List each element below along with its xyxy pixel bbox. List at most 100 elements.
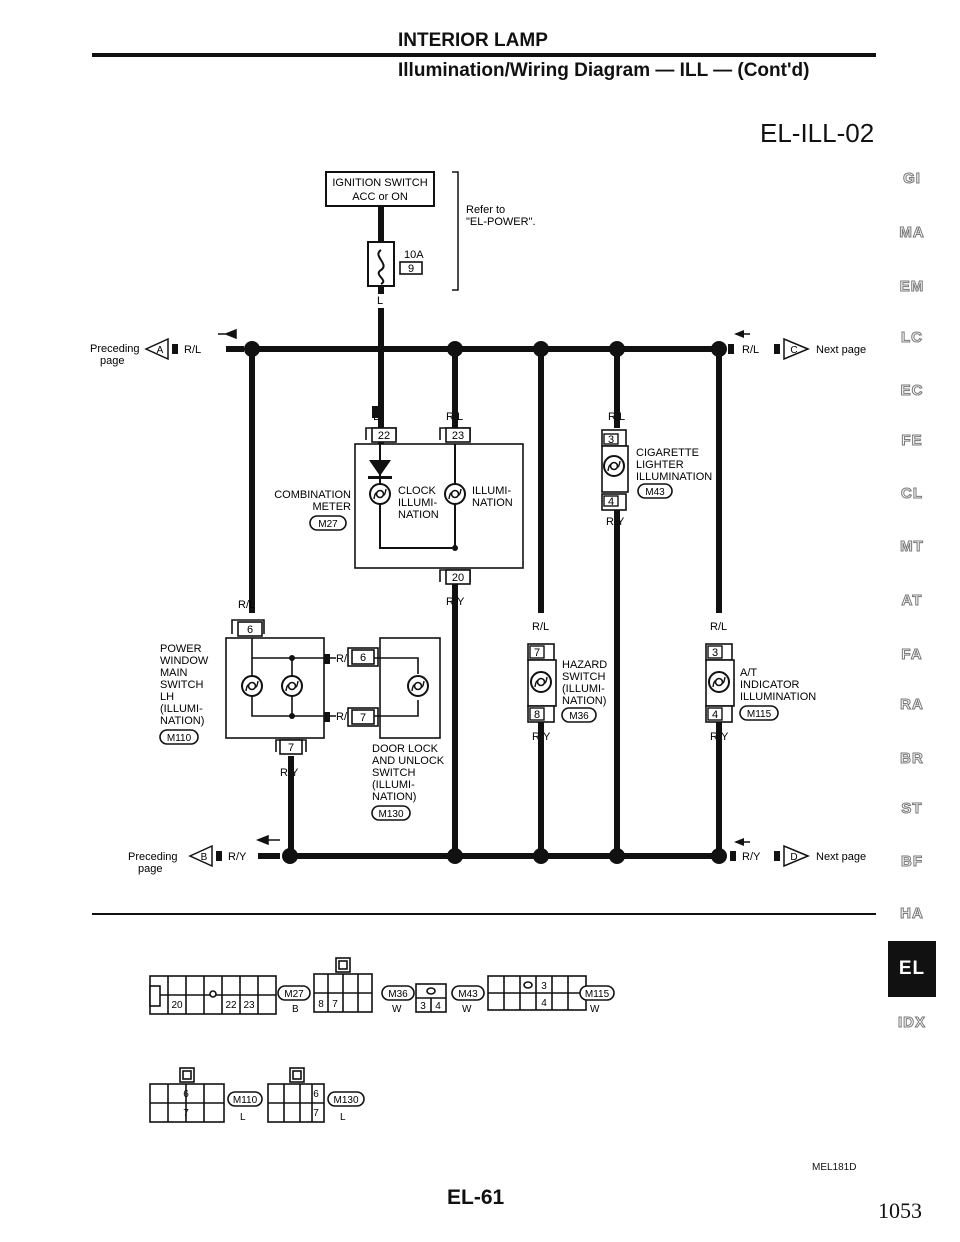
side-tab-ra[interactable]: RA <box>900 696 924 714</box>
pin-box <box>603 433 619 445</box>
diagram-subtitle: Illumination/Wiring Diagram — ILL — (Con… <box>398 60 810 81</box>
side-tab-fa[interactable]: FA <box>901 646 923 664</box>
fuse-number: 9 <box>408 263 414 275</box>
wire-color-label: R/L <box>184 344 201 356</box>
bottom-bus <box>288 853 722 859</box>
power-window-label-4: SWITCH <box>160 679 203 691</box>
connector-view-m130 <box>267 1067 325 1123</box>
clock-label-1: CLOCK <box>398 485 437 497</box>
m27-pin-23: 23 <box>243 1000 255 1011</box>
meter-illum-label-2: NATION <box>472 497 513 509</box>
junction <box>711 848 727 864</box>
connector-c-letter: C <box>790 345 797 356</box>
preceding-a-label-2: page <box>100 355 124 367</box>
next-page-c-label: Next page <box>816 344 866 356</box>
cigarette-pin-3: 3 <box>608 434 614 446</box>
section-divider <box>92 913 876 915</box>
connector-b-letter: B <box>201 852 208 863</box>
meter-connector-badge <box>309 515 347 531</box>
meter-illum-label-1: ILLUMI- <box>472 485 511 497</box>
side-tab-ec[interactable]: EC <box>900 382 924 400</box>
power-window-lamp-icon <box>241 675 263 697</box>
m115-badge <box>579 985 615 1001</box>
hazard-pin-8: 8 <box>534 709 540 721</box>
pin-box <box>603 495 619 507</box>
junction <box>609 848 625 864</box>
m115-id: M115 <box>585 989 610 1000</box>
power-window-label-5: LH <box>160 691 174 703</box>
power-window-label-1: POWER <box>160 643 202 655</box>
pin-box <box>237 621 263 637</box>
pin-box <box>529 707 545 721</box>
side-tab-at[interactable]: AT <box>901 592 923 610</box>
side-tab-fe[interactable]: FE <box>901 432 923 450</box>
refer-line-1: Refer to <box>466 204 505 216</box>
m130-pin-6: 6 <box>313 1089 319 1100</box>
fuse-number-box <box>399 261 423 275</box>
side-tab-mt[interactable]: MT <box>900 538 924 556</box>
wire-to-meter-illum <box>452 349 458 401</box>
wire-color-label: R/L <box>238 599 255 611</box>
m115-pin-3: 3 <box>541 981 547 992</box>
refer-bracket <box>452 171 459 291</box>
m36-badge <box>381 985 415 1001</box>
power-window-label-6: (ILLUMI- <box>160 703 203 715</box>
side-tab-ma[interactable]: MA <box>899 224 925 242</box>
m43-id: M43 <box>458 989 478 1000</box>
side-tab-cl[interactable]: CL <box>901 485 923 503</box>
meter-connector-id: M27 <box>318 519 338 530</box>
power-window-connector-id: M110 <box>167 733 192 744</box>
cigarette-label-2: LIGHTER <box>636 459 684 471</box>
power-window-pin-7: 7 <box>288 742 294 754</box>
at-indicator-lamp-icon <box>708 671 730 693</box>
meter-illumination-lamp-icon <box>444 483 466 505</box>
connector-view-m115 <box>487 975 587 1011</box>
connector-view-m110 <box>149 1067 225 1123</box>
door-lock-pin-6: 6 <box>360 652 366 664</box>
header-rule <box>92 53 876 57</box>
power-window-connector-badge <box>159 729 199 745</box>
section-title: INTERIOR LAMP <box>398 30 548 51</box>
ignition-switch-mode: ACC or ON <box>352 191 408 203</box>
side-tab-idx[interactable]: IDX <box>897 1014 926 1032</box>
m27-color: B <box>292 1004 299 1015</box>
m36-pin-8: 8 <box>318 999 324 1010</box>
wire-cigarette-to-ground-bus <box>614 510 620 856</box>
sheet-number: 1053 <box>878 1198 922 1223</box>
refer-line-2: "EL-POWER". <box>466 216 536 228</box>
hazard-label-1: HAZARD <box>562 659 607 671</box>
side-tab-bf[interactable]: BF <box>901 853 923 871</box>
m110-id: M110 <box>233 1095 258 1106</box>
pin-box <box>371 427 397 443</box>
hazard-label-4: NATION) <box>562 695 606 707</box>
supply-wire-color: L <box>377 295 383 307</box>
side-tab-lc[interactable]: LC <box>901 329 923 347</box>
wire-to-power-window <box>249 349 255 613</box>
m130-id: M130 <box>333 1095 358 1106</box>
wire-color-label: R/L <box>742 344 759 356</box>
power-window-box <box>225 637 325 739</box>
cigarette-connector-badge <box>637 483 673 499</box>
side-tab-br[interactable]: BR <box>900 750 924 768</box>
wire-to-cigarette <box>614 349 620 401</box>
pin-box <box>351 709 375 725</box>
wire-color-label: R/L <box>532 621 549 633</box>
connector-d-arrow <box>783 844 810 868</box>
m110-pin-6: 6 <box>183 1089 189 1100</box>
wire-color-label: R/L <box>710 621 727 633</box>
side-tab-st[interactable]: ST <box>901 800 923 818</box>
cigarette-lamp-icon <box>603 455 625 477</box>
m115-color: W <box>590 1004 600 1015</box>
door-lock-label-5: NATION) <box>372 791 416 803</box>
power-window-pin-6: 6 <box>247 624 253 636</box>
m115-pin-4: 4 <box>541 998 547 1009</box>
side-tab-gi[interactable]: GI <box>903 170 921 188</box>
side-tab-el[interactable]: EL <box>888 941 936 997</box>
m130-color: L <box>340 1112 346 1123</box>
power-window-lamp-icon <box>281 675 303 697</box>
side-tab-ha[interactable]: HA <box>900 905 924 923</box>
pin-box <box>351 649 375 665</box>
side-tab-em[interactable]: EM <box>899 278 925 296</box>
wire-power-window-to-ground-bus <box>288 756 294 856</box>
hazard-connector-badge <box>561 707 597 723</box>
